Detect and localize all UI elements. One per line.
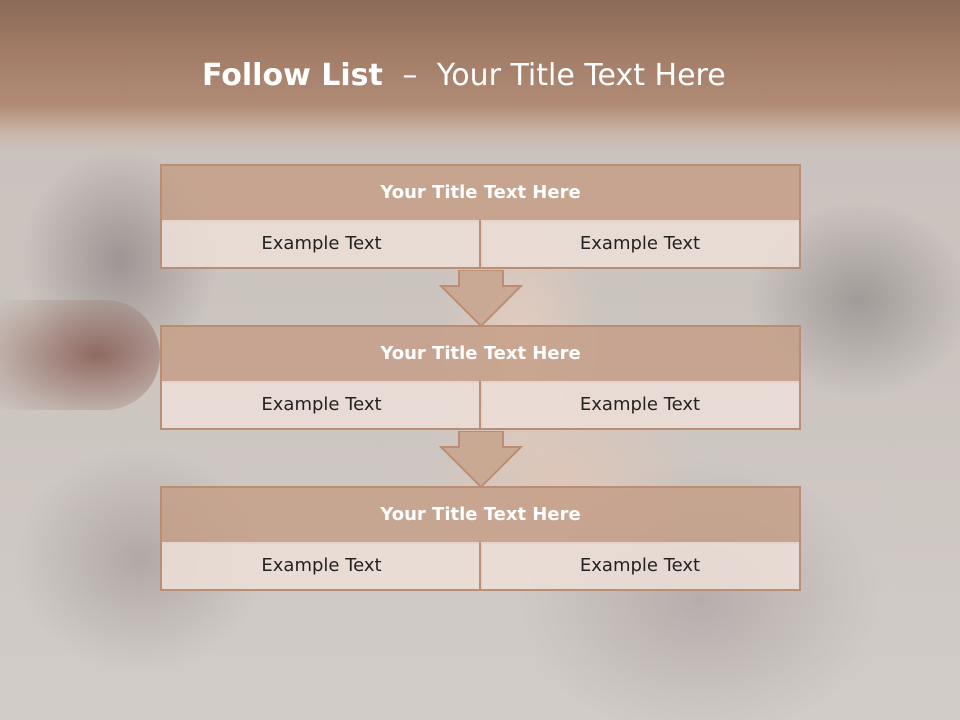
- list-block-2: Your Title Text Here Example Text Exampl…: [160, 325, 801, 431]
- list-block-3: Your Title Text Here Example Text Exampl…: [160, 486, 801, 592]
- slide-title-rest: Your Title Text Here: [436, 58, 726, 93]
- slide-title-bold: Follow List: [202, 58, 383, 93]
- list-block-1: Your Title Text Here Example Text Exampl…: [160, 164, 801, 270]
- down-arrow-icon: [439, 431, 523, 489]
- bottle-image: [0, 300, 160, 410]
- block-cell-right: Example Text: [479, 542, 801, 591]
- down-arrow-icon: [439, 270, 523, 328]
- slide-title: Follow List – Your Title Text Here: [202, 54, 882, 98]
- block-title: Your Title Text Here: [160, 325, 801, 383]
- block-title: Your Title Text Here: [160, 164, 801, 222]
- block-cell-right: Example Text: [479, 381, 801, 430]
- slide-title-separator: –: [402, 58, 418, 93]
- block-cell-right: Example Text: [479, 220, 801, 269]
- header-band: [0, 0, 960, 150]
- block-cell-left: Example Text: [160, 381, 483, 430]
- block-cell-left: Example Text: [160, 220, 483, 269]
- block-cell-left: Example Text: [160, 542, 483, 591]
- block-title: Your Title Text Here: [160, 486, 801, 544]
